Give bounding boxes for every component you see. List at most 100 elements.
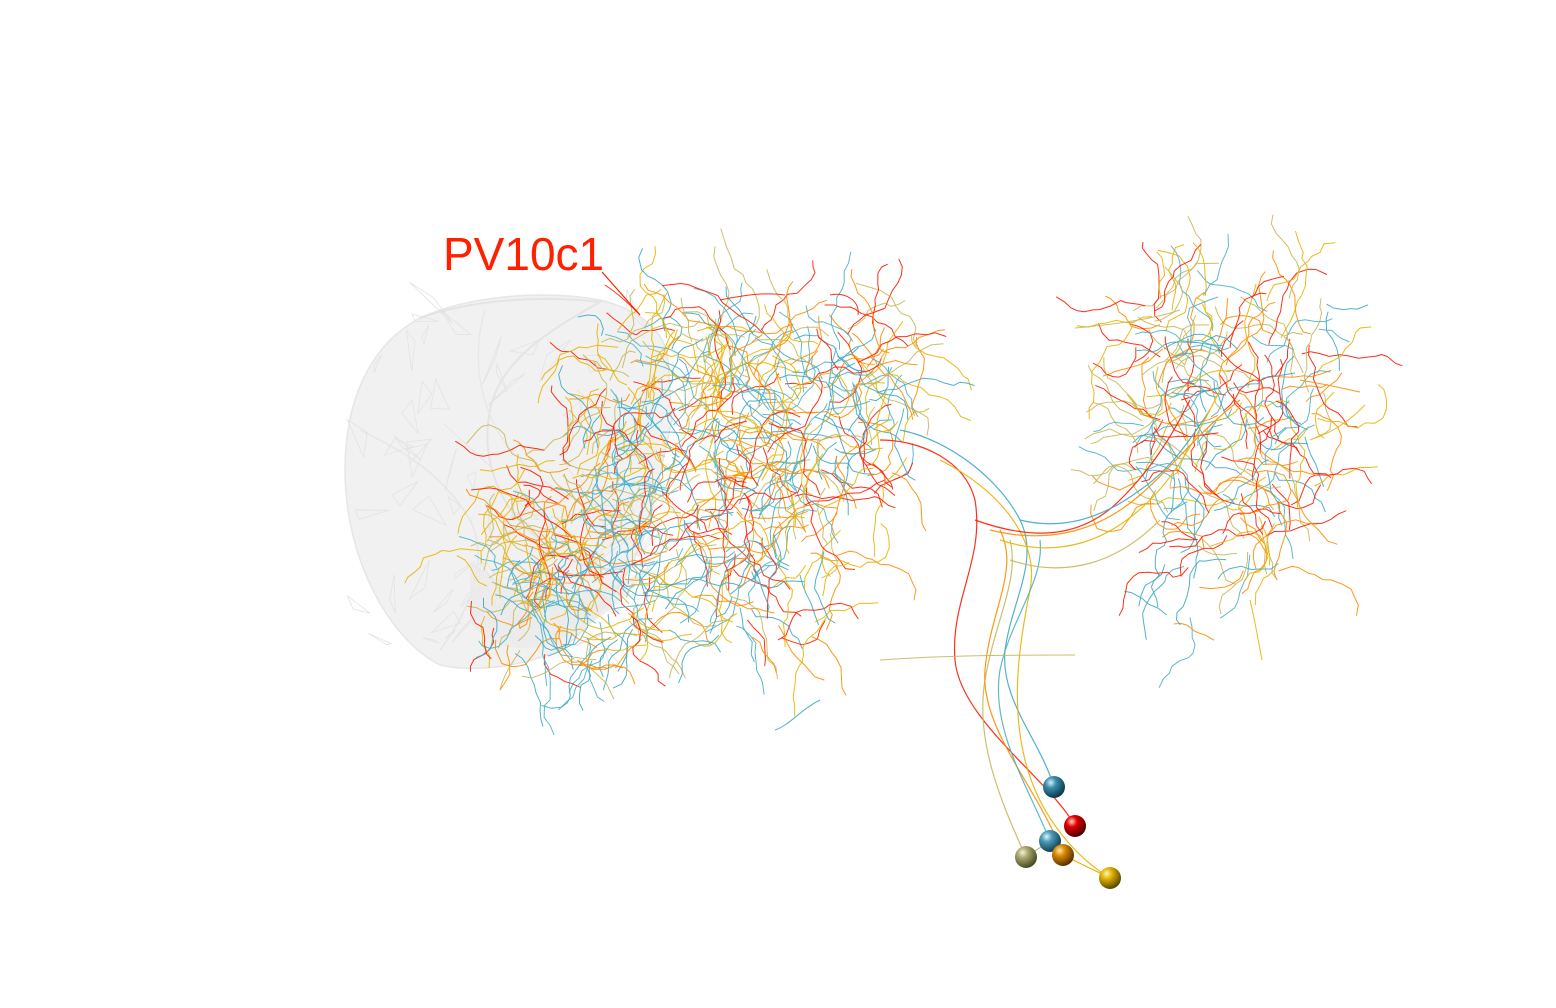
- neurite-branch: [456, 555, 487, 587]
- neurite-branch: [523, 484, 558, 504]
- neurite-branch: [561, 457, 624, 523]
- neurite-branch: [601, 429, 638, 448]
- neurite-branch: [741, 440, 792, 512]
- neurite-branch: [541, 344, 619, 381]
- neurite-branch: [761, 260, 816, 331]
- neurite-branch: [619, 487, 679, 502]
- neurite-branch: [1170, 245, 1214, 331]
- neurite-branch: [1309, 404, 1366, 441]
- neurite-branch: [645, 312, 700, 374]
- neurite-branch: [1164, 336, 1195, 385]
- neurite-branch: [589, 497, 671, 537]
- neurite-branch: [506, 546, 534, 589]
- neurite-branch: [871, 358, 919, 418]
- neurite-branch: [894, 408, 916, 481]
- neurite-branch: [1239, 468, 1292, 516]
- neurite-branch: [1169, 479, 1276, 498]
- neurite-branch: [631, 534, 720, 566]
- neurite-branch: [823, 414, 850, 470]
- neurite-branch: [747, 619, 766, 666]
- neurite-branch: [715, 387, 747, 419]
- neurite-branch: [690, 360, 721, 419]
- neurite-branch: [511, 496, 569, 549]
- neurite-branch: [1272, 250, 1311, 335]
- neurite-branch: [742, 389, 776, 456]
- neurite-branch: [560, 535, 630, 604]
- neurite-branch: [1167, 358, 1222, 410]
- neurite-branch: [583, 388, 600, 455]
- neurite-branch: [876, 377, 975, 394]
- neurite-branch: [648, 574, 734, 623]
- neurite-branch: [749, 503, 794, 512]
- neurite-branch: [1239, 400, 1290, 413]
- neurite-branch: [548, 528, 617, 540]
- neurite-branch: [750, 510, 808, 519]
- neurite-branch: [1218, 551, 1249, 615]
- neurite-branch: [1201, 538, 1236, 585]
- neurite-branch: [879, 439, 1076, 827]
- soma-gold-icon: [1099, 867, 1121, 889]
- neurite-branch: [858, 343, 944, 385]
- neurite-branch: [718, 463, 730, 540]
- neurite-branch: [784, 477, 797, 527]
- neurite-branch: [726, 323, 794, 335]
- neurite-branch: [1167, 378, 1217, 398]
- neurite-branch: [643, 283, 729, 328]
- neurite-branch: [615, 490, 638, 579]
- neurite-branch: [739, 607, 755, 663]
- neurite-branch: [1209, 530, 1269, 581]
- neurite-branch: [1097, 323, 1161, 358]
- neurite-branch: [500, 557, 542, 616]
- neurite-branch: [605, 333, 644, 367]
- neurite-branch: [568, 621, 606, 693]
- neurite-branch: [1149, 419, 1158, 465]
- neurite-branch: [524, 544, 593, 612]
- neurite-branch: [1070, 463, 1141, 476]
- neurite-branch: [726, 398, 777, 466]
- neurite-branch: [662, 283, 764, 335]
- neurite-branch: [1118, 567, 1189, 617]
- neurite-branch: [729, 552, 751, 595]
- neurite-branch: [404, 548, 482, 584]
- neurite-branch: [649, 330, 676, 401]
- neurite-branch: [455, 440, 545, 457]
- neurite-branch: [725, 286, 760, 339]
- neurite-branch: [710, 519, 770, 570]
- neurite-branch: [520, 537, 552, 605]
- neurite-branch: [1093, 456, 1155, 512]
- neurite-branch: [776, 473, 806, 532]
- neurite-branch: [989, 399, 1241, 537]
- neurite-branch: [1093, 421, 1144, 433]
- neurite-branch: [559, 388, 607, 456]
- neurite-branch: [824, 304, 909, 347]
- neurite-branch: [836, 421, 899, 448]
- neurite-branch: [778, 624, 825, 681]
- neurite-branch: [506, 465, 569, 500]
- neurite-branch: [758, 358, 781, 408]
- neurite-branch: [499, 649, 521, 691]
- neurite-branch: [1277, 484, 1322, 510]
- neurite-branch: [486, 493, 495, 542]
- neurite-branch: [489, 539, 556, 556]
- neurite-branch: [1155, 366, 1163, 414]
- neurite-branch: [828, 314, 875, 365]
- neurite-branch: [499, 491, 520, 599]
- neurite-branch: [732, 429, 785, 476]
- neurite-branch: [1142, 566, 1185, 640]
- neurite-branch: [680, 332, 746, 342]
- neurite-branch: [555, 487, 606, 553]
- neurite-branch: [1102, 348, 1164, 377]
- neurite-branch: [525, 501, 569, 519]
- neurite-branch: [1278, 565, 1359, 616]
- neurite-branch: [1252, 519, 1318, 570]
- neurite-branch: [571, 455, 606, 524]
- neurite-branch: [720, 432, 827, 451]
- neurite-branch: [698, 333, 730, 400]
- neurite-branch: [1129, 439, 1156, 471]
- neurite-branch: [639, 586, 656, 662]
- neurite-branch: [712, 417, 794, 440]
- soma-olive-icon: [1015, 846, 1037, 868]
- neurite-branch: [547, 590, 581, 657]
- neurite-branch: [581, 546, 635, 587]
- neurite-branch: [668, 478, 737, 552]
